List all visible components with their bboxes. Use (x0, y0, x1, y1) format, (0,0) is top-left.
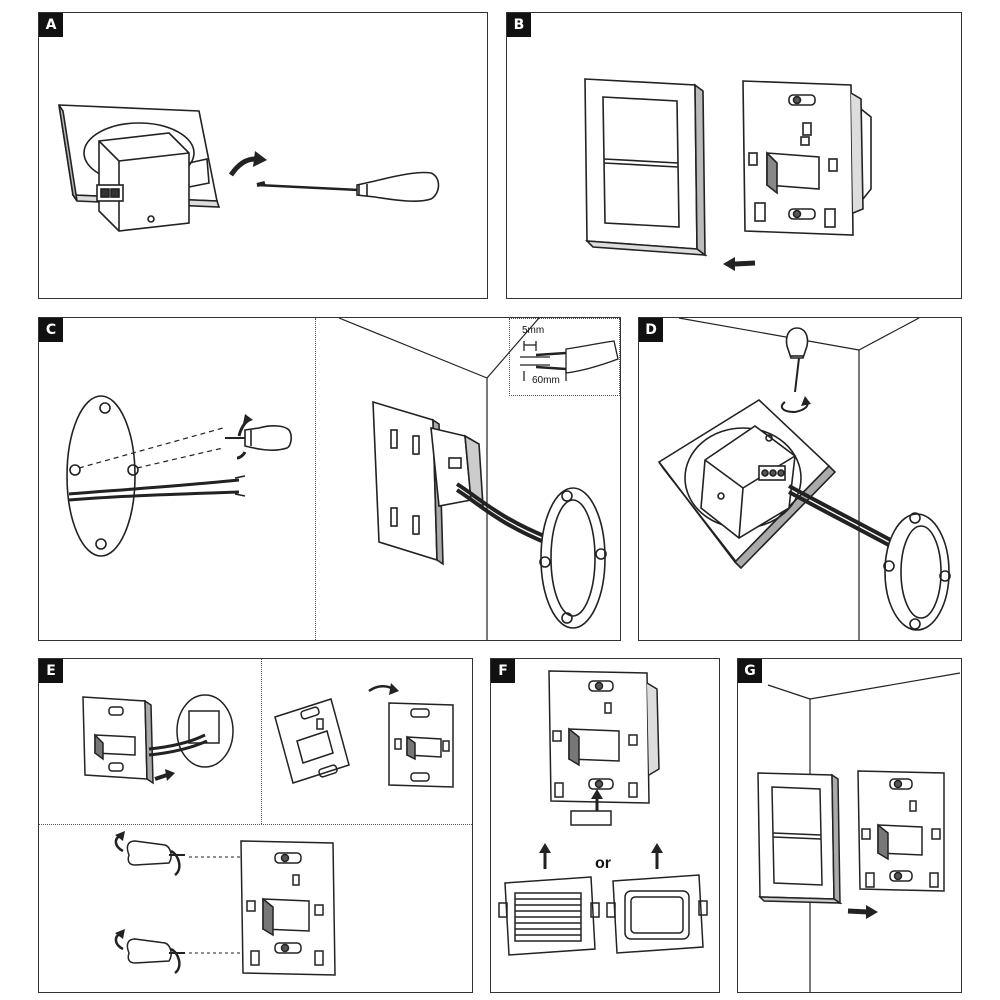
panel-g-label: G (738, 659, 762, 683)
sheath-length-label: 60mm (532, 375, 560, 386)
panel-e: E (38, 658, 473, 993)
panel-b: B (506, 12, 962, 299)
panel-e-illustration (82, 683, 454, 976)
panel-a-illustration (58, 104, 440, 232)
panel-g-illustration (757, 672, 961, 992)
panel-e-divider-horizontal (39, 824, 472, 825)
wire-strip-inset: 5mm 60mm (509, 318, 620, 396)
panel-b-illustration (584, 78, 872, 271)
panel-g: G (737, 658, 962, 993)
panel-a: A (38, 12, 488, 299)
panel-c-label: C (39, 318, 63, 342)
panel-f-illustration (498, 670, 708, 956)
panel-c-divider (315, 318, 316, 640)
panel-c-illustration (66, 318, 607, 640)
panel-c: C 5mm 60mm (38, 317, 621, 641)
panel-a-label: A (39, 13, 63, 37)
panel-d-label: D (639, 318, 663, 342)
strip-length-label: 5mm (522, 325, 545, 336)
or-label: or (595, 855, 611, 872)
wire-strip-drawing (520, 340, 619, 381)
panel-f-label: F (491, 659, 515, 683)
panel-d: D (638, 317, 962, 641)
panel-b-label: B (507, 13, 531, 37)
panel-e-divider-vertical (261, 659, 262, 824)
panel-f: F or (490, 658, 720, 993)
panel-e-label: E (39, 659, 63, 683)
panel-d-illustration (657, 318, 951, 640)
